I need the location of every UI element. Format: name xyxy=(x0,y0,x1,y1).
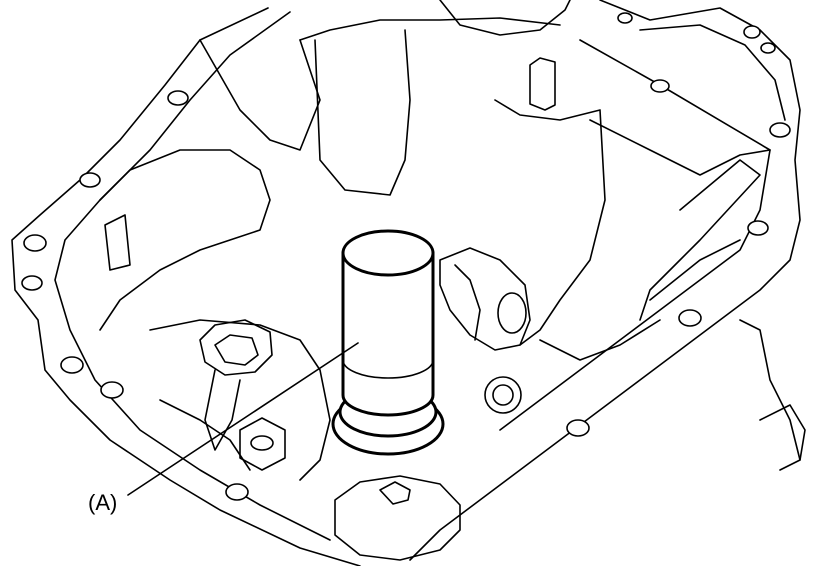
bottom-boss xyxy=(334,475,461,561)
left-port xyxy=(199,319,273,451)
case-inner-walls xyxy=(99,0,806,481)
flange-bolt-holes xyxy=(21,12,791,501)
callout-leader-line xyxy=(127,342,359,496)
callout-label-a: (A) xyxy=(88,490,118,515)
round-boss xyxy=(484,376,522,414)
lower-fitting xyxy=(239,417,286,471)
seal-sleeve-tool xyxy=(331,229,445,456)
side-boss xyxy=(439,247,531,351)
